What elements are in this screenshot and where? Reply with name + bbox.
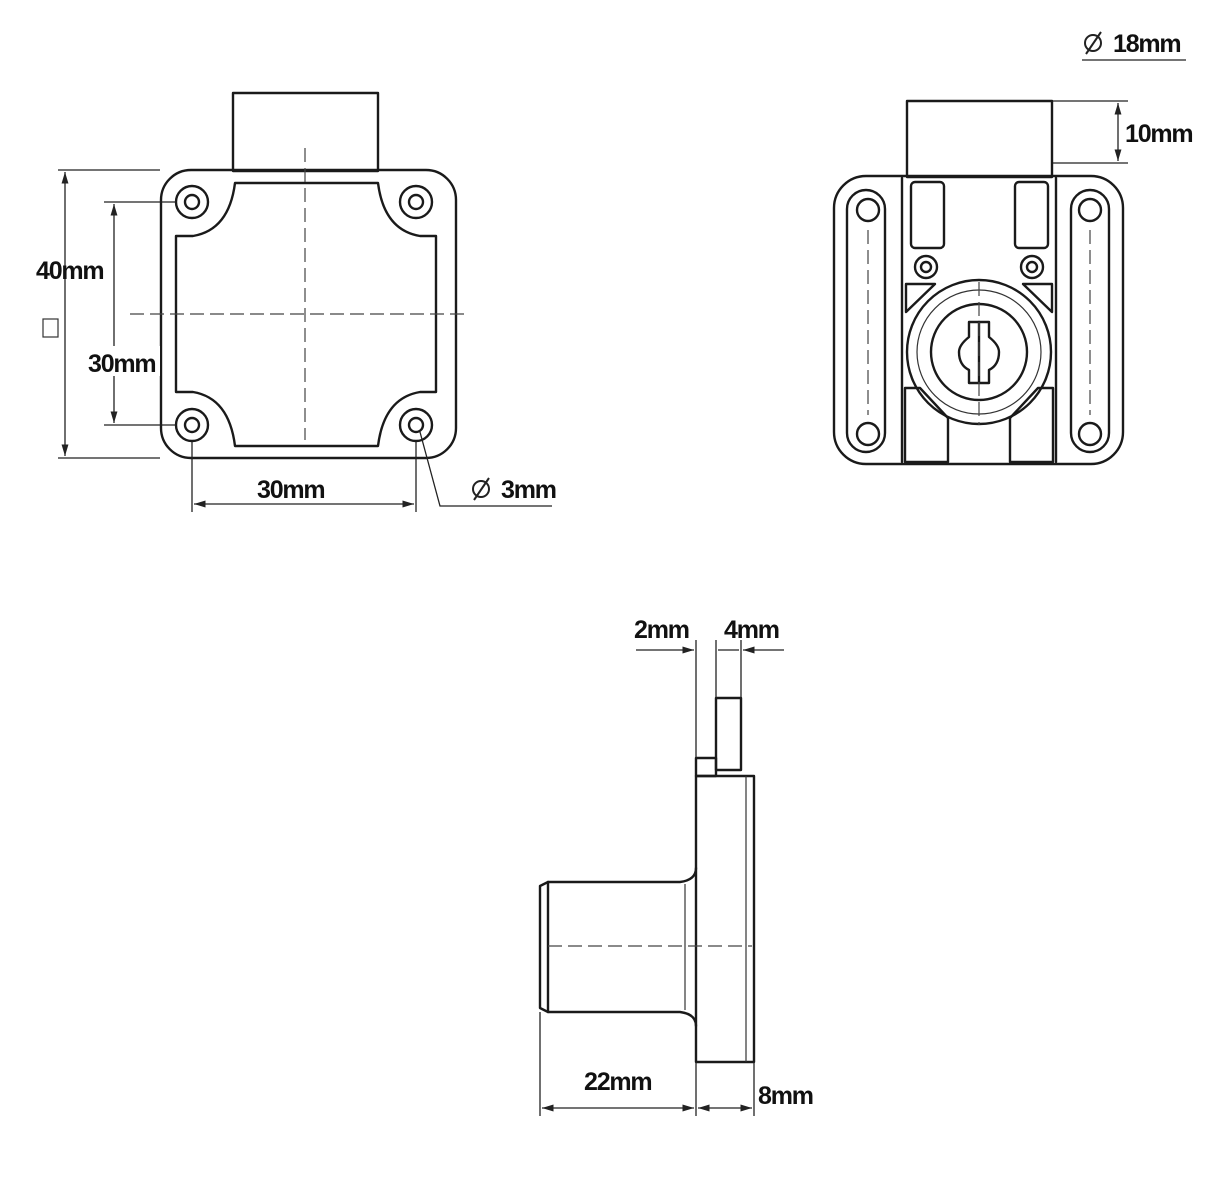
side-view: 2mm 4mm 22mm 8mm [538,616,814,1116]
back-left-rail [845,188,887,454]
front-view: 40mm 30mm 30mm 3mm [36,91,557,512]
hole-leader [419,431,552,507]
side-bolt-square [42,318,59,338]
back-right-rail [1069,188,1111,454]
diameter-icon [1084,31,1102,55]
label-body-depth: 8mm [758,1082,813,1110]
label-front-height: 40mm [36,257,103,285]
back-slot-right [1013,180,1050,250]
side-bolt [714,696,743,772]
label-bolt-thickness: 4mm [724,616,779,644]
keyway [957,320,1001,385]
back-cylinder-top [905,99,1054,179]
label-cylinder-diameter: 18mm [1113,30,1180,58]
back-body [832,174,1125,466]
label-hole-diameter: 3mm [501,476,556,504]
label-bolt-offset: 2mm [634,616,689,644]
front-screw-holes [174,184,434,443]
back-view: 10mm 18mm [832,30,1194,466]
back-screw-holes [855,197,1103,447]
label-front-inner-height: 30mm [88,350,155,378]
side-body [694,774,756,1064]
label-cylinder-height: 10mm [1125,120,1192,148]
label-cylinder-length: 22mm [584,1068,651,1096]
front-inner-panel [174,181,438,448]
label-front-width: 30mm [257,476,324,504]
diameter-icon [472,477,490,501]
back-slot-left [909,180,946,250]
